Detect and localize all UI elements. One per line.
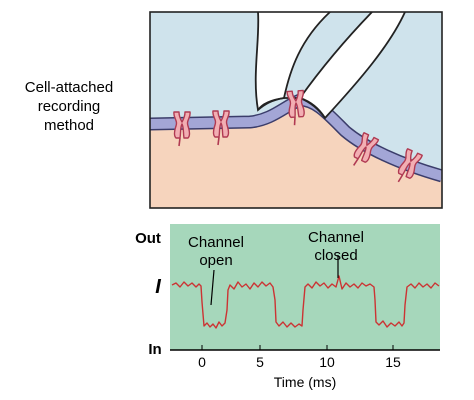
y-label-current: I: [155, 276, 161, 298]
x-tick-5: 5: [256, 354, 264, 370]
method-label-line-1: Cell-attached: [24, 79, 114, 96]
method-label-line-2: recording: [37, 98, 101, 115]
x-tick-10: 10: [319, 354, 335, 370]
x-axis-title: Time (ms): [274, 374, 336, 390]
annotation-open-line-2: open: [199, 252, 232, 269]
y-label-in: In: [148, 341, 161, 358]
patch-pipette: [254, 12, 406, 120]
x-tick-15: 15: [385, 354, 401, 370]
current-trace-panel: Channel open Channel closed Out I In 0 5…: [135, 224, 440, 390]
annotation-open-line-1: Channel: [188, 234, 244, 251]
annotation-closed-line-1: Channel: [308, 229, 364, 246]
x-tick-0: 0: [198, 354, 206, 370]
cell-attached-diagram: [149, 11, 443, 209]
y-label-out: Out: [135, 230, 161, 247]
diagram-frame: [149, 11, 443, 209]
current-trace: [171, 275, 440, 329]
method-label-line-3: method: [43, 117, 95, 134]
open-pointer: [210, 269, 215, 306]
annotation-closed-line-2: closed: [314, 247, 357, 264]
recording-method-label: Cell-attached recording method: [8, 78, 130, 135]
